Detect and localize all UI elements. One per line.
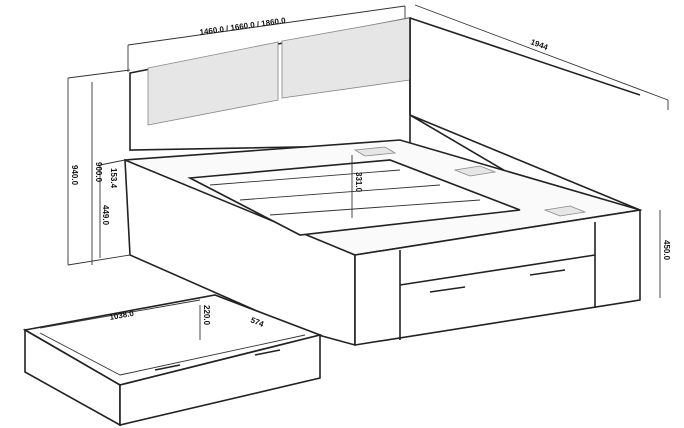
total-height-label: 940.0 — [70, 165, 79, 186]
side-height-label: 449.0 — [101, 205, 110, 226]
drawer-width-label: 1038.0 — [109, 309, 135, 322]
width-dimension-label: 1460.0 / 1660.0 / 1860.0 — [199, 16, 287, 37]
inner-depth-label: 331.0 — [354, 172, 363, 193]
rail-height-label: 153.4 — [109, 168, 118, 189]
headboard — [129, 17, 641, 151]
drawer-height-label: 220.0 — [202, 305, 211, 326]
dimension-lines — [39, 4, 669, 340]
headboard-height-label: 900.0 — [94, 162, 103, 183]
footboard-height-label: 450.0 — [662, 240, 671, 261]
length-dimension-label: 1944 — [529, 37, 549, 52]
